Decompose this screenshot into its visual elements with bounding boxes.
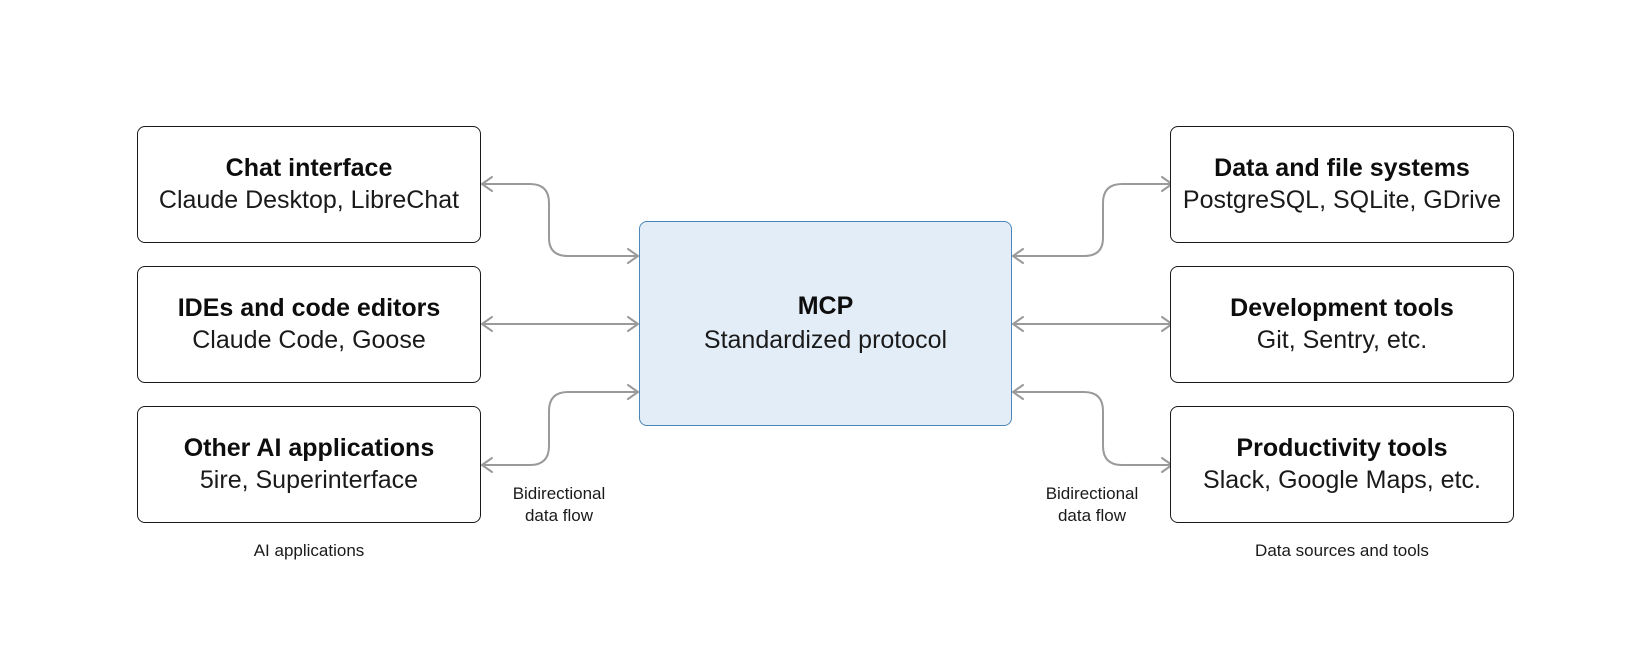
box-title: Chat interface: [225, 154, 393, 182]
box-title: Productivity tools: [1236, 434, 1448, 462]
group-label-ai-applications: AI applications: [253, 541, 365, 560]
box-title: Other AI applications: [183, 434, 435, 462]
box-other-ai-applications: Other AI applications 5ire, Superinterfa…: [137, 406, 481, 523]
arrow-other-ai-to-mcp: [481, 384, 639, 473]
right-flow-label: Bidirectional data flow: [1027, 483, 1157, 527]
box-productivity-tools: Productivity tools Slack, Google Maps, e…: [1170, 406, 1514, 523]
box-data-file-systems: Data and file systems PostgreSQL, SQLite…: [1170, 126, 1514, 243]
box-subtitle: Slack, Google Maps, etc.: [1203, 466, 1481, 494]
box-subtitle: 5ire, Superinterface: [199, 466, 419, 494]
box-mcp: MCP Standardized protocol: [639, 221, 1012, 426]
box-title: IDEs and code editors: [177, 294, 441, 322]
flow-label-line2: data flow: [1057, 506, 1127, 525]
arrow-mcp-to-dev-tools: [1012, 316, 1173, 332]
arrow-chat-to-mcp: [481, 176, 639, 264]
box-title: Data and file systems: [1214, 154, 1470, 182]
box-subtitle: Claude Desktop, LibreChat: [158, 186, 460, 214]
box-title: Development tools: [1230, 294, 1454, 322]
box-subtitle: Git, Sentry, etc.: [1256, 326, 1428, 354]
mcp-subtitle: Standardized protocol: [703, 326, 948, 354]
arrow-mcp-to-data: [1012, 176, 1173, 264]
arrow-mcp-to-productivity: [1012, 384, 1173, 473]
box-subtitle: Claude Code, Goose: [192, 326, 426, 354]
flow-label-line2: data flow: [524, 506, 594, 525]
box-development-tools: Development tools Git, Sentry, etc.: [1170, 266, 1514, 383]
flow-label-line1: Bidirectional: [1045, 484, 1139, 503]
arrow-ides-to-mcp: [481, 316, 639, 332]
flow-label-line1: Bidirectional: [512, 484, 606, 503]
box-subtitle: PostgreSQL, SQLite, GDrive: [1182, 186, 1502, 214]
box-ides-code-editors: IDEs and code editors Claude Code, Goose: [137, 266, 481, 383]
group-label-data-sources: Data sources and tools: [1255, 541, 1429, 560]
mcp-title: MCP: [797, 292, 854, 320]
left-flow-label: Bidirectional data flow: [494, 483, 624, 527]
box-chat-interface: Chat interface Claude Desktop, LibreChat: [137, 126, 481, 243]
